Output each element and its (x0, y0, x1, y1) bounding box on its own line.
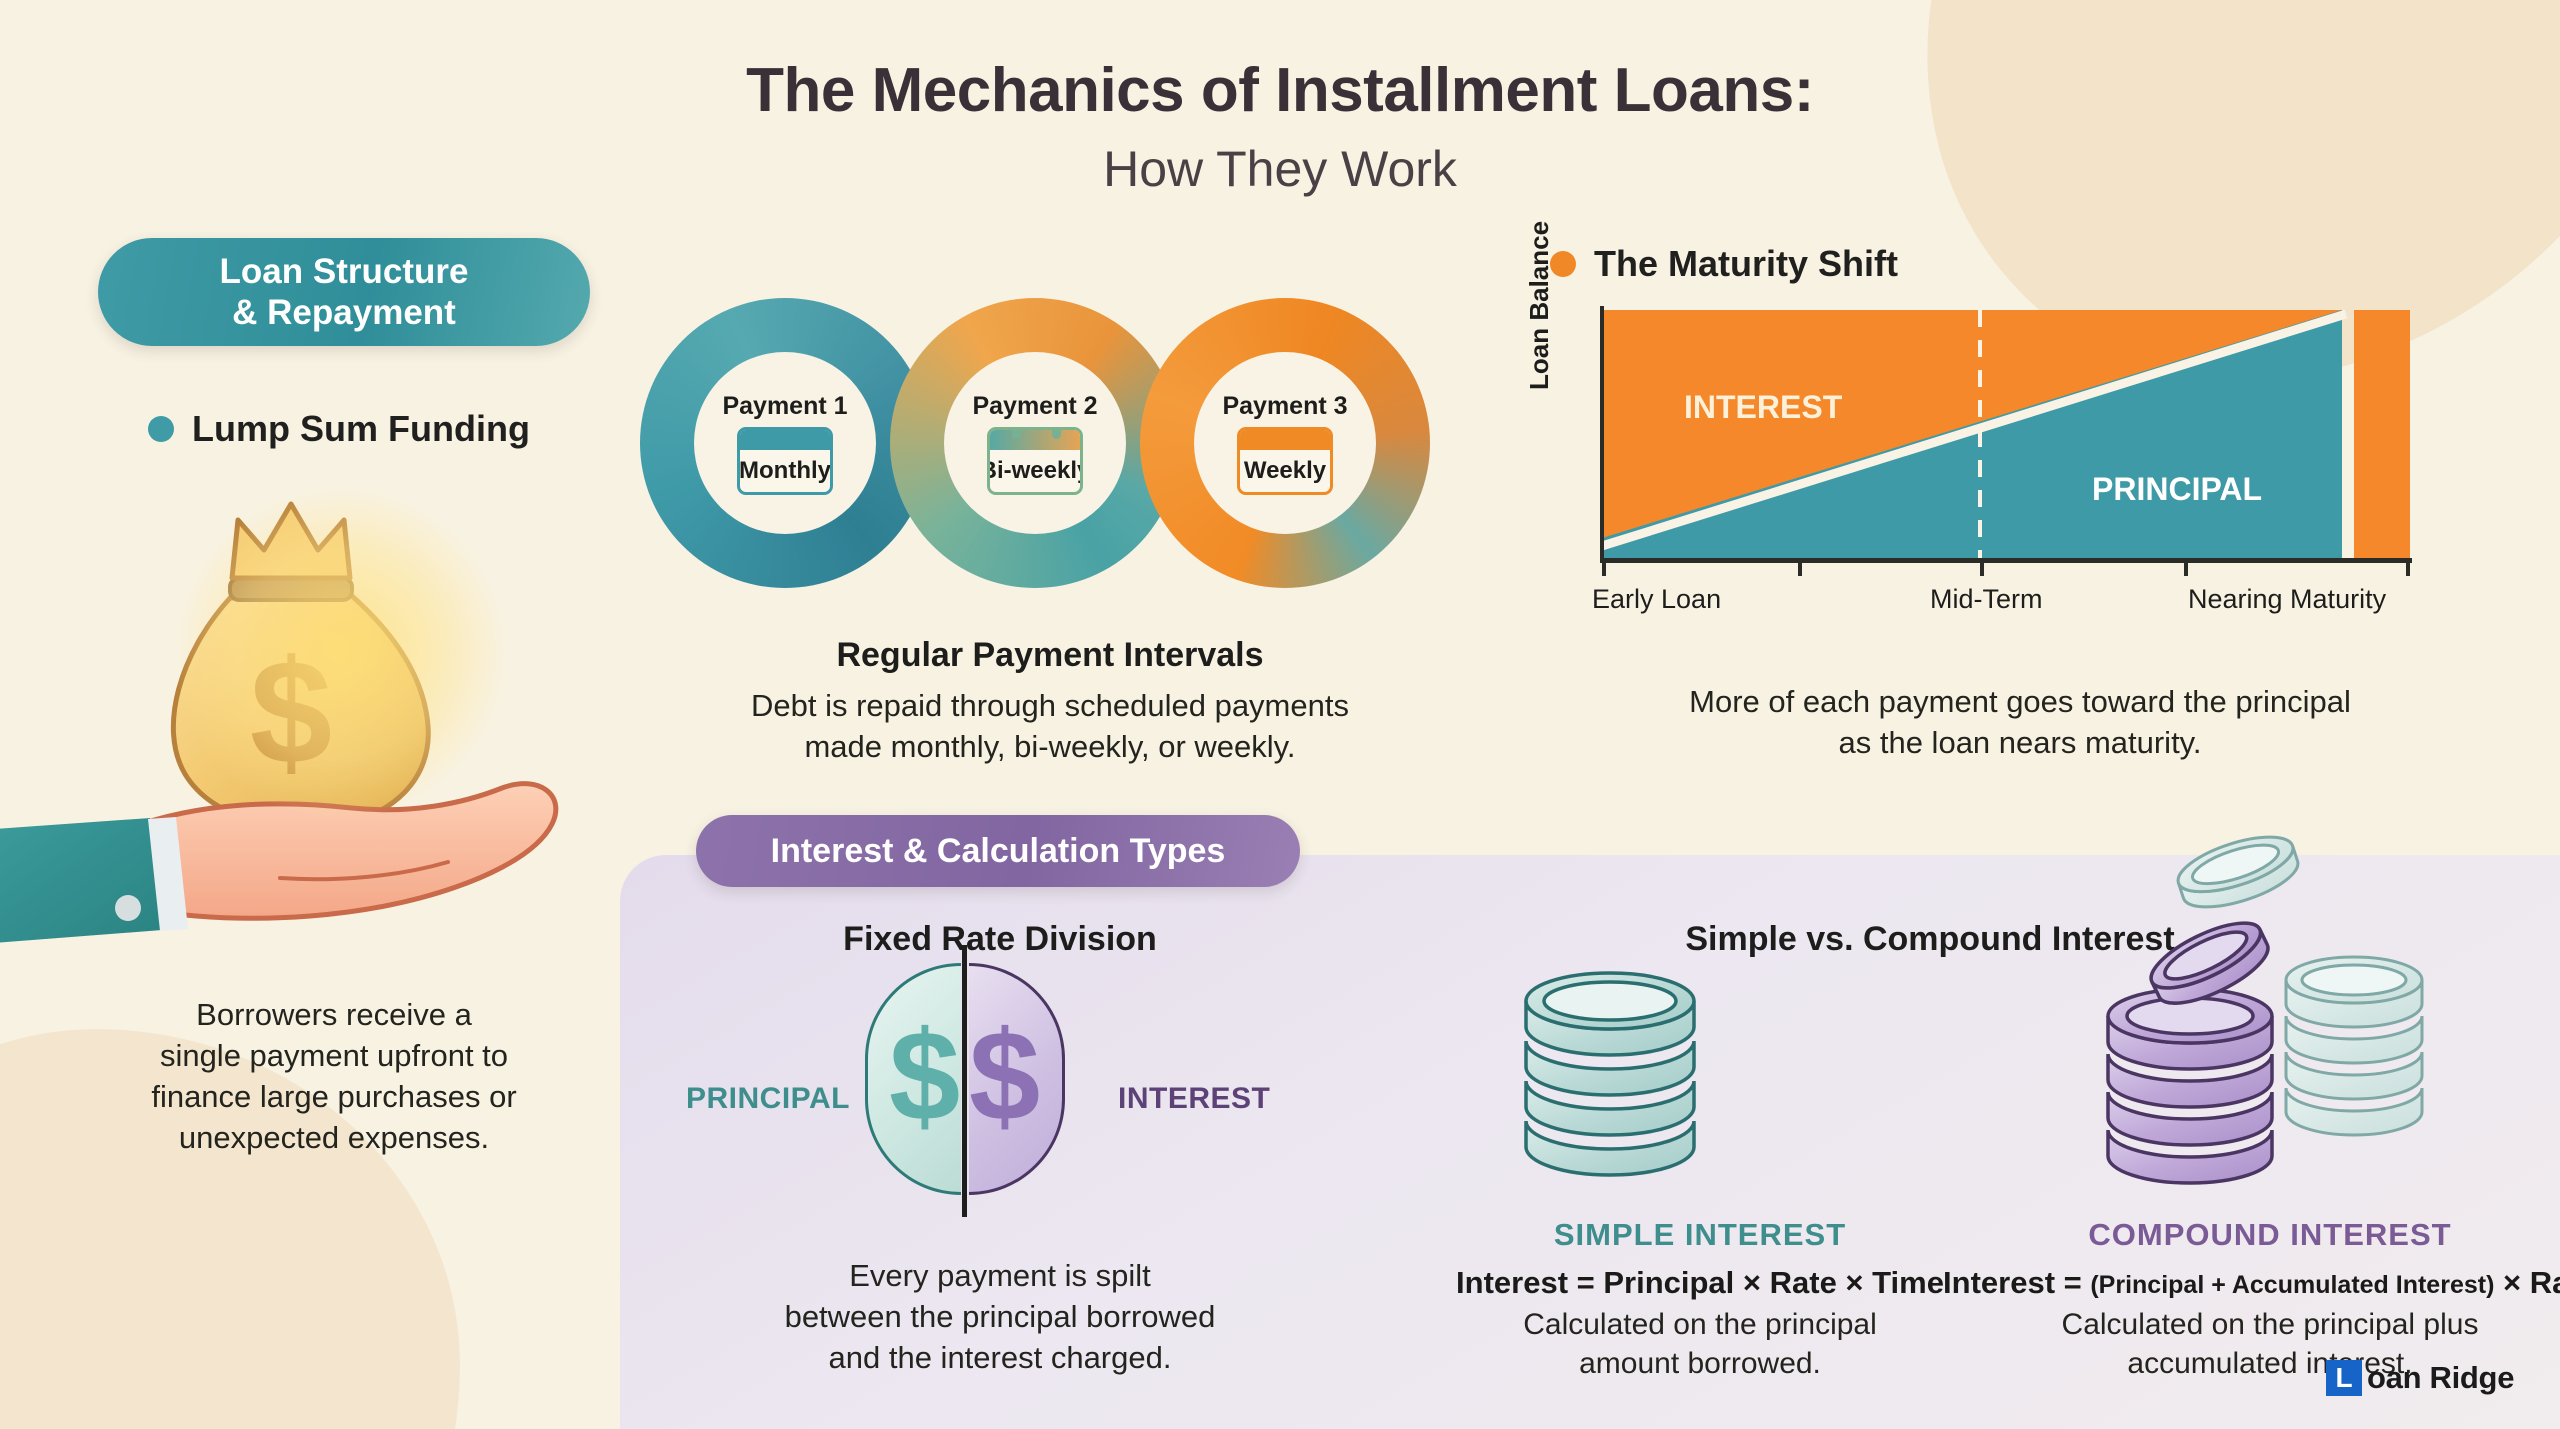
coin-dollar-right: $ (969, 1005, 1041, 1148)
rings-caption-body: Debt is repaid through scheduled payment… (660, 686, 1440, 768)
chart-x-axis (1600, 558, 2412, 563)
compound-interest-formula: Interest = (Principal + Accumulated Inte… (1900, 1265, 2560, 1301)
chart-plot-area: INTEREST PRINCIPAL (1602, 310, 2410, 558)
chart-x-label-early: Early Loan (1592, 584, 1722, 614)
chart-label-interest: INTEREST (1684, 389, 1843, 425)
bullet-label: Lump Sum Funding (192, 408, 530, 449)
left-description: Borrowers receive a single payment upfro… (74, 995, 594, 1159)
coin-label-interest: INTEREST (1118, 1082, 1271, 1115)
ring-title: Payment 3 (1222, 391, 1348, 420)
bullet-dot-icon (148, 416, 174, 442)
ring-title: Payment 1 (722, 391, 848, 420)
logo-mark-icon: L (2326, 1360, 2362, 1396)
pill-line-1: Loan Structure (219, 251, 469, 291)
chart-legend: The Maturity Shift (1550, 243, 1898, 285)
calendar-icon: Monthly (737, 426, 833, 495)
compound-desc-line-1: Calculated on the principal plus (2061, 1308, 2479, 1341)
maturity-shift-chart: Loan Balance INTEREST PRINCIPAL Early Lo… (1524, 221, 2440, 614)
chart-x-label-nearing: Nearing Maturity (2188, 584, 2387, 614)
fixed-rate-caption-line-1: Every payment is spilt (849, 1258, 1151, 1293)
ring-interval: Monthly (739, 456, 831, 484)
simple-desc-line-1: Calculated on the principal (1523, 1308, 1877, 1341)
chart-x-tick (2184, 563, 2188, 576)
payment-ring-1: Payment 1 Monthly (640, 298, 930, 588)
bullet-lump-sum-funding: Lump Sum Funding (148, 408, 530, 450)
page-subtitle: How They Work (1103, 141, 1457, 197)
payment-ring-2: Payment 2 Bi-weekly (890, 298, 1180, 588)
rings-caption-title: Regular Payment Intervals (836, 636, 1264, 674)
pill-line-2: & Repayment (232, 293, 456, 332)
chart-x-tick (1602, 563, 1606, 576)
ring-interval: Weekly (1243, 456, 1327, 484)
teal-coin-stack-icon (1524, 971, 1696, 1177)
purple-coin-stack-icon (2106, 835, 2424, 1185)
chart-caption: More of each payment goes toward the pri… (1600, 682, 2440, 764)
rings-caption-line-1: Debt is repaid through scheduled payment… (751, 688, 1349, 723)
coin-label-principal: PRINCIPAL (686, 1082, 850, 1115)
coin-dollar-left: $ (889, 1005, 961, 1148)
simple-interest-desc: Calculated on the principal amount borro… (1390, 1305, 2010, 1383)
fixed-rate-title: Fixed Rate Division (843, 920, 1157, 958)
compound-desc-line-2: accumulated interest. (2127, 1347, 2413, 1380)
ring-interval: Bi-weekly (990, 456, 1080, 484)
logo-text: oan Ridge (2367, 1360, 2515, 1395)
chart-y-axis-label: Loan Balance (1524, 220, 1554, 390)
simple-desc-line-2: amount borrowed. (1579, 1347, 1821, 1380)
chart-label-principal: PRINCIPAL (2092, 471, 2262, 507)
comparison-title: Simple vs. Compound Interest (1685, 920, 2175, 958)
chart-x-tick (2406, 563, 2410, 576)
chart-x-tick (1980, 563, 1984, 576)
rings-caption-line-2: made monthly, bi-weekly, or weekly. (804, 728, 1296, 764)
fixed-rate-caption-line-2: between the principal borrowed (784, 1298, 1216, 1334)
left-desc-line-1: Borrowers receive a (196, 997, 472, 1032)
simple-interest-formula: Interest = Principal × Rate × Time (1456, 1265, 1944, 1300)
compound-interest-label: COMPOUND INTEREST (2088, 1217, 2452, 1252)
brand-logo: L oan Ridge (2326, 1360, 2514, 1396)
simple-interest-label: SIMPLE INTEREST (1553, 1217, 1847, 1252)
left-desc-line-3: finance large purchases or (151, 1078, 517, 1114)
hand-holding-money-bag-illustration: $ (0, 478, 600, 978)
fixed-rate-caption: Every payment is spilt between the princ… (700, 1256, 1300, 1379)
ring-title: Payment 2 (972, 391, 1098, 420)
compound-formula-paren: (Principal + Accumulated Interest) (2090, 1271, 2495, 1299)
compound-interest-desc: Calculated on the principal plus accumul… (1920, 1305, 2560, 1383)
money-glow (176, 488, 506, 818)
compound-formula-tail: × Rate (2503, 1265, 2560, 1300)
chart-boundary-line (1602, 310, 2348, 551)
fixed-rate-caption-line-3: and the interest charged. (828, 1339, 1172, 1375)
compound-formula-lead: Interest = (1943, 1265, 2091, 1300)
coin-divider (962, 945, 967, 1217)
chart-x-label-mid: Mid-Term (1930, 584, 2043, 614)
left-desc-line-2: single payment upfront to (159, 1037, 509, 1073)
chart-y-axis (1600, 306, 1604, 562)
calendar-icon: Weekly (1237, 426, 1333, 495)
section-pill-interest-types: Interest & Calculation Types (696, 815, 1300, 887)
payment-rings-group: Payment 1 Monthly Payment 2 Bi-weekly (640, 298, 1470, 598)
chart-legend-label: The Maturity Shift (1594, 243, 1898, 284)
legend-dot-icon (1550, 251, 1576, 277)
page-title: The Mechanics of Installment Loans: (746, 56, 1814, 125)
split-coin-icon: $ $ (865, 945, 1065, 1217)
chart-x-tick (1798, 563, 1802, 576)
section-pill-loan-structure: Loan Structure & Repayment (98, 238, 590, 346)
chart-final-interest-band (2354, 310, 2410, 558)
left-desc-line-4: unexpected expenses. (178, 1119, 490, 1155)
payment-ring-3: Payment 3 Weekly (1140, 298, 1430, 588)
chart-caption-line-1: More of each payment goes toward the pri… (1689, 684, 2351, 719)
chart-caption-line-2: as the loan nears maturity. (1838, 724, 2202, 760)
calendar-icon: Bi-weekly (987, 426, 1083, 495)
